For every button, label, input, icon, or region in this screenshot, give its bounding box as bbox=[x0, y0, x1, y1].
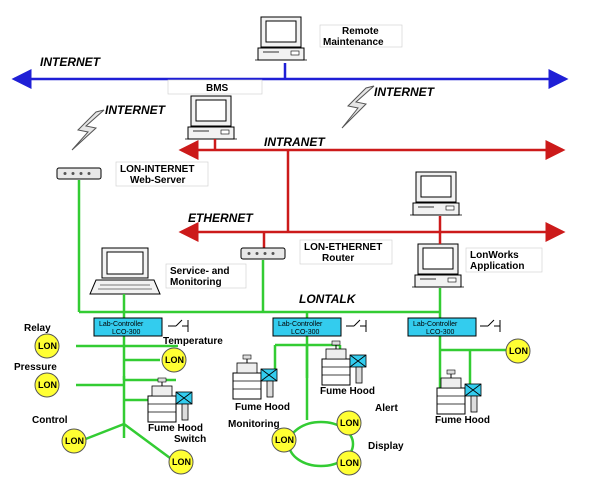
router-icon bbox=[240, 247, 286, 260]
svg-text:Lab-Controller: Lab-Controller bbox=[278, 321, 323, 328]
lon-node-monitoring: LON bbox=[271, 427, 297, 453]
svg-text:LCO-300: LCO-300 bbox=[291, 329, 320, 336]
fume-hood-1-icon bbox=[147, 377, 193, 423]
lab-controller-2: Lab-Controller LCO-300 bbox=[272, 317, 367, 337]
webserver-label-line2: Web-Server bbox=[130, 175, 186, 186]
service-label-line2: Monitoring bbox=[170, 277, 222, 288]
lonworks-label-line2: Application bbox=[470, 261, 524, 272]
svg-text:LON: LON bbox=[38, 380, 57, 390]
svg-text:LON: LON bbox=[340, 458, 359, 468]
pressure-label: Pressure bbox=[14, 362, 57, 373]
router-label-line2: Router bbox=[322, 253, 354, 264]
service-laptop-icon bbox=[89, 247, 161, 295]
remote-maintenance-computer-icon bbox=[254, 16, 308, 61]
svg-text:LCO-300: LCO-300 bbox=[426, 329, 455, 336]
lonworks-label-line1: LonWorks bbox=[470, 250, 519, 261]
svg-text:LON: LON bbox=[340, 418, 359, 428]
svg-text:LON: LON bbox=[65, 436, 84, 446]
lon-node-pressure: LON bbox=[34, 372, 60, 398]
monitoring-label: Monitoring bbox=[228, 419, 280, 430]
fume-hood-2-icon bbox=[232, 354, 278, 400]
bms-label: BMS bbox=[206, 83, 229, 94]
svg-text:LON: LON bbox=[509, 346, 528, 356]
fume-hood-1-label: Fume Hood bbox=[148, 423, 203, 434]
fume-hood-2-label: Fume Hood bbox=[235, 402, 290, 413]
svg-text:LON: LON bbox=[275, 435, 294, 445]
bms-computer-icon bbox=[184, 95, 238, 140]
service-label-line1: Service- and bbox=[170, 266, 229, 277]
svg-text:LON: LON bbox=[38, 341, 57, 351]
lon-node-temperature: LON bbox=[161, 347, 187, 373]
display-label: Display bbox=[368, 441, 404, 452]
temperature-label: Temperature bbox=[163, 336, 223, 347]
internet-label-right: INTERNET bbox=[374, 85, 436, 99]
lontalk-bus bbox=[76, 180, 517, 460]
svg-text:LON: LON bbox=[172, 457, 191, 467]
lightning-left-icon bbox=[71, 109, 105, 151]
bms-label-box bbox=[167, 79, 263, 95]
router-label-line1: LON-ETHERNET bbox=[304, 242, 382, 253]
lon-node-display: LON bbox=[336, 450, 362, 476]
lonworks-computer-icon bbox=[411, 243, 465, 288]
lon-node-switch: LON bbox=[168, 449, 194, 475]
ethernet-computer-icon bbox=[409, 171, 463, 216]
remote-label-line2: Maintenance bbox=[323, 37, 384, 48]
lab-controller-3: Lab-Controller LCO-300 bbox=[407, 317, 501, 337]
lon-node-controller3: LON bbox=[505, 338, 531, 364]
svg-text:LCO-300: LCO-300 bbox=[112, 329, 141, 336]
lon-node-relay: LON bbox=[34, 333, 60, 359]
remote-label-line1: Remote bbox=[342, 26, 379, 37]
fume-hood-3-label: Fume Hood bbox=[320, 386, 375, 397]
intranet-label: INTRANET bbox=[264, 135, 326, 149]
svg-text:LON: LON bbox=[165, 355, 184, 365]
lightning-right-icon bbox=[341, 85, 375, 129]
alert-label: Alert bbox=[375, 403, 398, 414]
internet-label-top: INTERNET bbox=[40, 55, 102, 69]
fume-hood-3-icon bbox=[321, 340, 367, 386]
internet-label-left: INTERNET bbox=[105, 103, 167, 117]
lon-node-alert: LON bbox=[336, 410, 362, 436]
svg-text:Lab-Controller: Lab-Controller bbox=[99, 321, 144, 328]
fume-hood-4-icon bbox=[436, 369, 482, 415]
lab-controller-1: Lab-Controller LCO-300 bbox=[93, 317, 189, 337]
control-label: Control bbox=[32, 415, 68, 426]
svg-text:Lab-Controller: Lab-Controller bbox=[413, 321, 458, 328]
switch-label: Switch bbox=[174, 434, 206, 445]
lontalk-label: LONTALK bbox=[299, 292, 357, 306]
fume-hood-4-label: Fume Hood bbox=[435, 415, 490, 426]
relay-label: Relay bbox=[24, 323, 51, 334]
webserver-label-line1: LON-INTERNET bbox=[120, 164, 194, 175]
lon-node-control: LON bbox=[61, 428, 87, 454]
web-server-icon bbox=[56, 167, 102, 180]
ethernet-label: ETHERNET bbox=[188, 211, 254, 225]
